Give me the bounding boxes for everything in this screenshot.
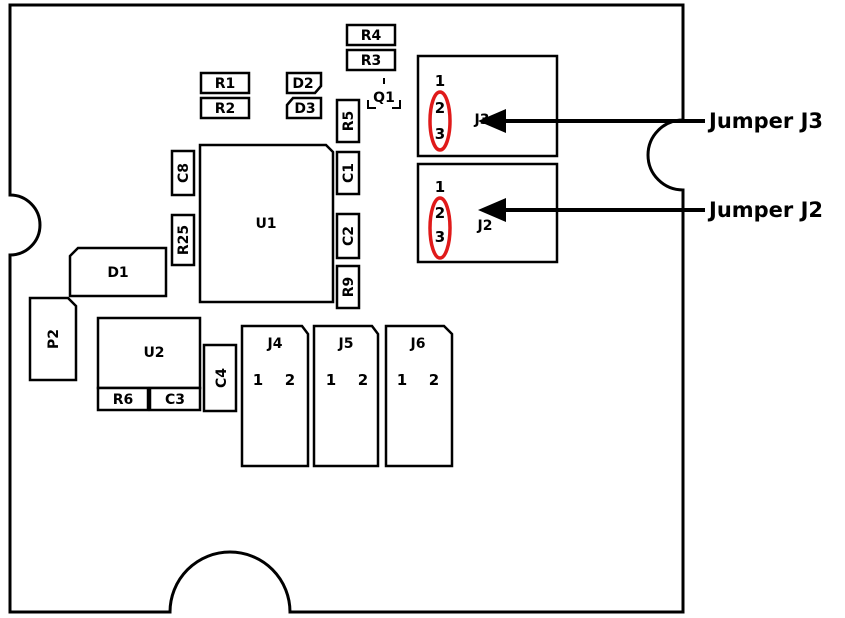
svg-text:C8: C8 xyxy=(176,163,192,183)
svg-text:2: 2 xyxy=(358,371,368,389)
svg-text:J5: J5 xyxy=(338,336,354,352)
capacitor-c2: C2 xyxy=(335,212,361,260)
svg-text:R9: R9 xyxy=(341,277,357,298)
svg-text:J6: J6 xyxy=(410,336,426,352)
capacitor-c3: C3 xyxy=(148,386,202,412)
svg-text:C1: C1 xyxy=(341,163,357,183)
svg-text:R3: R3 xyxy=(361,53,382,69)
callout-jumper-j3: Jumper J3 xyxy=(707,109,823,133)
header-j6: J6 1 2 xyxy=(384,324,454,468)
resistor-r4: R4 xyxy=(345,23,397,47)
resistor-r3: R3 xyxy=(345,48,397,72)
ic-u1: U1 xyxy=(198,143,335,304)
svg-text:J2: J2 xyxy=(477,218,493,234)
svg-text:R5: R5 xyxy=(341,111,357,132)
diode-d3: D3 xyxy=(285,96,323,120)
svg-text:R4: R4 xyxy=(361,28,382,44)
svg-text:D3: D3 xyxy=(294,101,315,117)
svg-text:1: 1 xyxy=(397,371,407,389)
svg-text:2: 2 xyxy=(435,204,445,222)
svg-text:C4: C4 xyxy=(214,368,230,388)
svg-text:1: 1 xyxy=(326,371,336,389)
resistor-r2: R2 xyxy=(199,96,251,120)
svg-text:U1: U1 xyxy=(255,216,276,232)
j2-pins-highlight xyxy=(428,196,452,260)
svg-text:1: 1 xyxy=(435,178,445,196)
svg-text:P2: P2 xyxy=(46,329,62,349)
jumper-j3: 1 2 3 J3 xyxy=(416,54,559,158)
diode-d2: D2 xyxy=(285,71,323,95)
svg-text:R6: R6 xyxy=(113,392,134,408)
ic-u2: U2 xyxy=(96,316,202,390)
svg-text:C2: C2 xyxy=(341,226,357,246)
svg-text:2: 2 xyxy=(285,371,295,389)
resistor-r9: R9 xyxy=(335,264,361,310)
svg-text:3: 3 xyxy=(435,125,445,143)
svg-text:1: 1 xyxy=(253,371,263,389)
svg-text:Q1: Q1 xyxy=(373,90,395,106)
svg-text:3: 3 xyxy=(435,228,445,246)
capacitor-c1: C1 xyxy=(335,150,361,196)
svg-text:R1: R1 xyxy=(215,76,236,92)
svg-text:1: 1 xyxy=(435,72,445,90)
header-j4: J4 1 2 xyxy=(240,324,310,468)
diode-d1: D1 xyxy=(68,246,168,298)
svg-text:D2: D2 xyxy=(292,76,313,92)
svg-text:2: 2 xyxy=(435,99,445,117)
transistor-q1: Q1 xyxy=(367,78,401,109)
header-j5: J5 1 2 xyxy=(312,324,380,468)
resistor-r1: R1 xyxy=(199,71,251,95)
svg-text:R25: R25 xyxy=(176,225,192,255)
callout-jumper-j2: Jumper J2 xyxy=(707,198,823,222)
svg-text:U2: U2 xyxy=(143,345,164,361)
resistor-r6: R6 xyxy=(96,386,150,412)
svg-text:D1: D1 xyxy=(107,265,128,281)
capacitor-c4: C4 xyxy=(202,343,238,413)
capacitor-c8: C8 xyxy=(170,149,196,197)
svg-text:2: 2 xyxy=(429,371,439,389)
resistor-r25: R25 xyxy=(170,213,196,267)
svg-text:R2: R2 xyxy=(215,101,236,117)
j3-pins-highlight xyxy=(428,90,452,152)
arrow-j2 xyxy=(478,198,705,222)
connector-p2: P2 xyxy=(28,296,78,382)
svg-text:C3: C3 xyxy=(165,392,185,408)
arrow-j3 xyxy=(478,109,705,133)
resistor-r5: R5 xyxy=(335,98,361,144)
svg-text:J4: J4 xyxy=(267,336,283,352)
